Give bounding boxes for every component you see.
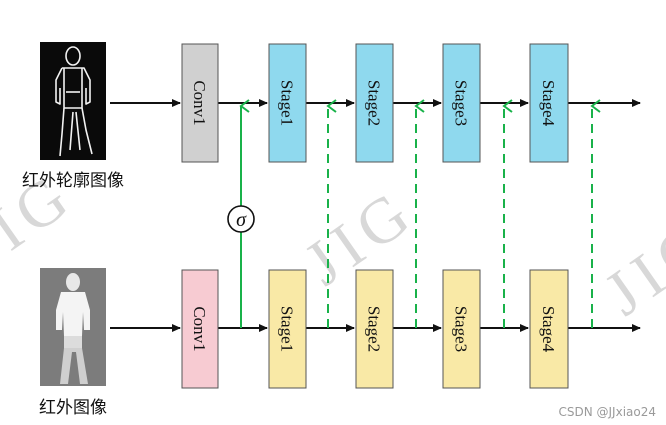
svg-text:Stage4: Stage4 xyxy=(539,306,558,353)
svg-text:Stage1: Stage1 xyxy=(278,306,297,352)
top-conv-block: Conv1 xyxy=(181,43,219,163)
top-stage1-block: Stage1 xyxy=(268,43,307,163)
svg-text:Stage2: Stage2 xyxy=(365,80,384,126)
csdn-credit: CSDN @JJxiao24 xyxy=(558,405,656,419)
bottom-conv-block: Conv1 xyxy=(181,269,219,389)
sigma-symbol: σ xyxy=(236,209,247,231)
svg-text:Conv1: Conv1 xyxy=(190,80,209,125)
dashed-connectors xyxy=(326,99,601,328)
bottom-stage3-block: Stage3 xyxy=(442,269,481,389)
svg-text:Stage2: Stage2 xyxy=(365,306,384,352)
contour-image-thumbnail xyxy=(40,42,106,160)
bottom-stage2-block: Stage2 xyxy=(355,269,394,389)
svg-text:Conv1: Conv1 xyxy=(190,306,209,351)
bottom-stage4-block: Stage4 xyxy=(529,269,569,389)
top-stage4-block: Stage4 xyxy=(529,43,569,163)
infrared-image-caption: 红外图像 xyxy=(39,398,107,418)
bottom-stage1-block: Stage1 xyxy=(268,269,307,389)
svg-text:Stage3: Stage3 xyxy=(452,80,471,126)
svg-text:Stage3: Stage3 xyxy=(452,306,471,352)
top-stage3-block: Stage3 xyxy=(442,43,481,163)
infrared-image-thumbnail xyxy=(40,268,106,386)
svg-text:Stage4: Stage4 xyxy=(539,80,558,127)
svg-text:Stage1: Stage1 xyxy=(278,80,297,126)
sigma-circle xyxy=(227,205,255,233)
contour-image-caption: 红外轮廓图像 xyxy=(22,171,124,191)
watermark-right: JIG xyxy=(592,204,666,329)
top-stage2-block: Stage2 xyxy=(355,43,394,163)
sigma-fusion-connector: σ xyxy=(227,99,255,328)
